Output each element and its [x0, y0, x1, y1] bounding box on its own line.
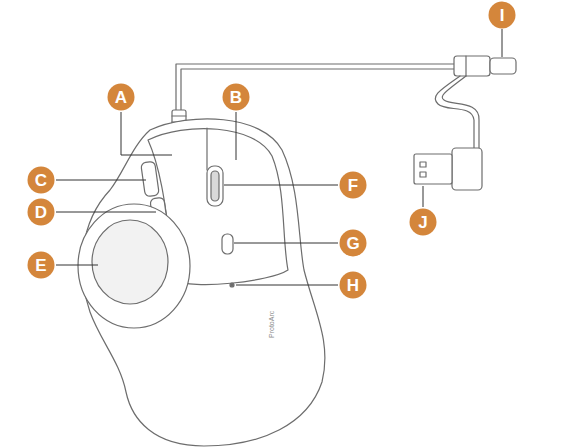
callout-letter: D — [35, 204, 47, 221]
callout-circle-fill — [223, 84, 250, 111]
callout-circle: D — [27, 198, 55, 226]
indicator-light — [230, 283, 234, 287]
callout-circle-fill — [340, 272, 367, 299]
usb-c-plug-body — [454, 56, 490, 76]
adapter-cable — [435, 76, 474, 148]
callout-circle-fill — [340, 172, 367, 199]
callout-circle: I — [488, 1, 516, 29]
callout-letter: J — [418, 214, 427, 231]
forward-button — [141, 161, 160, 197]
callout-circle: E — [27, 251, 55, 279]
callout-circle: H — [339, 271, 367, 299]
callout-circle-fill — [108, 84, 135, 111]
callout-circle-fill — [489, 2, 516, 29]
callout-letter: B — [230, 89, 242, 106]
callout-circle: J — [409, 208, 437, 236]
trackball — [92, 220, 168, 304]
adapter-cable — [442, 76, 479, 148]
callout-circle: B — [222, 83, 250, 111]
callout-circle-fill — [28, 199, 55, 226]
trackball-socket — [78, 204, 190, 328]
button-divider — [206, 128, 207, 170]
callout-circle-fill — [340, 230, 367, 257]
callout-letter: C — [35, 172, 47, 189]
brand-logo-text: ProtoArc — [268, 311, 275, 338]
callout-circle: A — [107, 83, 135, 111]
callout-letter: H — [347, 277, 359, 294]
mouse-body — [82, 119, 325, 446]
callout-circle-fill — [410, 209, 437, 236]
callout-letter: F — [348, 177, 358, 194]
cable — [176, 64, 456, 128]
callout-letter: A — [115, 89, 127, 106]
callout-letter: I — [500, 7, 505, 24]
dpi-button — [222, 234, 233, 254]
callout-letter: E — [35, 257, 46, 274]
usb-c-plug-tip — [490, 58, 516, 74]
usb-a-plug-tip — [414, 154, 452, 184]
callout-circle: C — [27, 166, 55, 194]
callout-circle: F — [339, 171, 367, 199]
callout-letter: G — [346, 235, 359, 252]
callout-circle-fill — [28, 252, 55, 279]
scroll-wheel — [207, 166, 223, 206]
usb-a-plug-body — [452, 148, 482, 190]
callout-circle-fill — [28, 167, 55, 194]
callout-circle: G — [339, 229, 367, 257]
leader-lines — [56, 29, 502, 285]
